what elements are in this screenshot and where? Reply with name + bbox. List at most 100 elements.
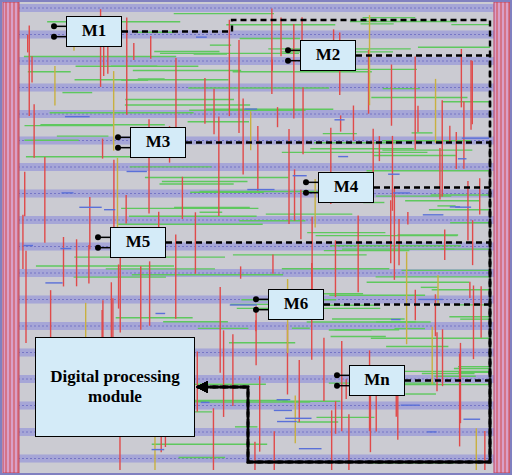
via-wire <box>45 282 62 283</box>
poly-wire <box>150 36 151 59</box>
pin-dot <box>115 145 121 151</box>
poly-wire <box>259 376 260 451</box>
module-label: M1 <box>82 21 107 41</box>
module-box: Mn <box>349 365 405 396</box>
poly-wire <box>125 195 126 224</box>
metal-wire <box>323 133 357 134</box>
metal-wire <box>460 318 490 319</box>
metal-wire <box>324 250 410 251</box>
band-stripe <box>14 2 15 473</box>
poly-wire <box>300 190 301 240</box>
via-wire <box>455 206 471 207</box>
metal-wire <box>458 372 490 373</box>
via-wire <box>61 192 73 193</box>
metal-wire <box>76 65 199 66</box>
metal-wire <box>28 71 71 72</box>
module-label: M2 <box>316 45 341 65</box>
power-rail <box>18 110 494 118</box>
poly-wire <box>182 177 183 219</box>
poly-wire <box>213 408 214 470</box>
via-wire <box>423 214 444 215</box>
metal-wire <box>132 274 283 275</box>
metal-wire <box>210 44 231 45</box>
metal-wire <box>382 140 470 141</box>
side-band <box>494 2 510 473</box>
poly-wire <box>449 126 450 143</box>
via-wire <box>201 402 210 403</box>
metal-wire <box>401 270 490 271</box>
metal-wire <box>307 232 385 233</box>
metal-wire <box>331 336 386 337</box>
poly-wire <box>118 264 119 308</box>
rail-hatch <box>18 114 494 115</box>
signal-connector <box>186 143 490 463</box>
pin-dot <box>334 372 340 378</box>
module-label: M6 <box>284 294 309 314</box>
rail-hatch <box>18 8 494 9</box>
metal-wire <box>342 248 454 249</box>
metal-wire <box>40 124 164 125</box>
metal-wire <box>204 401 310 402</box>
poly-wire <box>340 115 341 131</box>
band-stripe <box>501 2 502 473</box>
via-wire <box>196 36 207 37</box>
poly-wire <box>25 251 26 343</box>
via-wire <box>299 448 322 449</box>
via-wire <box>23 245 33 246</box>
metal-wire <box>266 213 353 214</box>
metal-wire <box>133 70 241 71</box>
metal-wire <box>138 78 165 79</box>
band-stripe <box>509 2 510 473</box>
poly-wire <box>257 126 258 191</box>
metal-wire <box>152 443 267 444</box>
via-wire <box>462 137 489 138</box>
via-wire <box>458 158 467 159</box>
via-wire <box>293 175 307 176</box>
pin-dot <box>303 179 309 185</box>
via-wire <box>427 431 437 432</box>
pin-dot <box>95 234 101 240</box>
metal-wire <box>57 135 109 136</box>
via-wire <box>104 209 115 210</box>
pin-dot <box>334 383 340 389</box>
poly-wire <box>89 197 90 249</box>
poly-wire <box>140 266 141 330</box>
poly-wire <box>435 79 436 143</box>
poly-wire <box>219 287 220 373</box>
poly-wire <box>415 57 416 150</box>
poly-wire <box>467 181 468 240</box>
via-wire <box>393 192 410 193</box>
poly-wire <box>379 136 380 161</box>
poly-wire <box>76 239 77 286</box>
poly-wire <box>271 8 272 94</box>
poly-wire <box>473 285 474 359</box>
metal-wire <box>330 245 461 246</box>
signal-connector <box>197 188 490 463</box>
rail-hatch <box>18 140 494 141</box>
poly-wire <box>22 215 23 269</box>
metal-wire <box>442 101 490 102</box>
poly-wire <box>29 26 30 116</box>
poly-wire <box>437 275 438 305</box>
metal-wire <box>233 254 367 255</box>
poly-wire <box>223 330 224 417</box>
metal-wire <box>179 457 226 458</box>
metal-wire <box>405 200 480 201</box>
pin-dot <box>253 296 259 302</box>
power-rail <box>18 57 494 65</box>
poly-wire <box>149 261 150 325</box>
via-wire <box>244 108 257 109</box>
rail-hatch <box>18 167 494 168</box>
via-wire <box>418 299 442 300</box>
poly-wire <box>391 65 392 126</box>
metal-wire <box>198 328 249 329</box>
poly-wire <box>335 401 336 434</box>
module-title: Digital processing module <box>45 367 185 408</box>
pin-dot <box>115 134 121 140</box>
poly-wire <box>274 431 275 470</box>
metal-wire <box>361 23 394 24</box>
signal-connector <box>197 56 490 463</box>
metal-wire <box>233 71 372 72</box>
